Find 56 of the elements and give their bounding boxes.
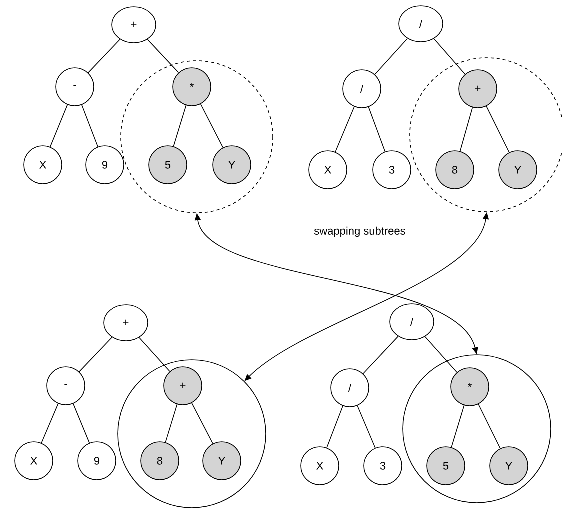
- tree-node: X: [308, 150, 348, 190]
- tree-edge: [147, 39, 180, 74]
- tree-node: +: [458, 70, 498, 108]
- tree-node: /: [330, 368, 370, 408]
- tree-node: 5: [148, 146, 188, 184]
- tree-edge: [138, 337, 170, 372]
- tree-node: 9: [78, 442, 116, 480]
- tree-edge: [451, 405, 465, 448]
- tree-node: 5: [426, 446, 466, 486]
- tree-edge: [478, 404, 501, 449]
- subtree-circle: [402, 354, 552, 504]
- tree-node: +: [164, 366, 202, 406]
- tree-edge: [82, 104, 98, 148]
- tree-node: 3: [372, 150, 412, 190]
- tree-node: 3: [364, 446, 402, 486]
- tree-node: +: [104, 304, 148, 342]
- subtree-circle: [120, 60, 274, 214]
- tree-edge: [326, 406, 344, 448]
- tree-node: X: [14, 442, 54, 480]
- tree-node: Y: [490, 446, 528, 486]
- tree-node: X: [300, 446, 340, 486]
- tree-edge: [362, 336, 399, 374]
- tree-edge: [374, 38, 408, 76]
- tree-node: -: [46, 366, 86, 406]
- tree-node: Y: [212, 146, 252, 184]
- tree-edge: [368, 106, 386, 152]
- tree-node: X: [24, 146, 62, 184]
- tree-edge: [173, 105, 187, 147]
- tree-node: -: [56, 68, 94, 106]
- tree-edge: [357, 405, 376, 449]
- tree-edge: [434, 38, 466, 75]
- tree-edge: [41, 403, 59, 444]
- tree-edge: [50, 104, 68, 148]
- tree-edge: [486, 106, 510, 153]
- tree-node: 8: [140, 442, 180, 480]
- tree-node: /: [398, 6, 444, 42]
- tree-edge: [78, 337, 113, 372]
- tree-edge: [73, 404, 90, 444]
- subtree-circle: [118, 360, 266, 508]
- tree-edge: [88, 39, 121, 74]
- tree-node: /: [342, 70, 382, 108]
- tree-node: 9: [86, 146, 124, 184]
- tree-node: /: [390, 304, 434, 340]
- tree-node: +: [112, 6, 156, 44]
- tree-edge: [165, 404, 178, 443]
- tree-edge: [192, 402, 214, 444]
- tree-node: 8: [436, 150, 474, 190]
- tree-edge: [335, 106, 355, 153]
- tree-node: *: [172, 68, 212, 106]
- tree-edge: [424, 336, 458, 373]
- tree-node: Y: [202, 442, 242, 480]
- tree-node: *: [450, 368, 490, 406]
- tree-edge: [460, 107, 474, 152]
- tree-node: Y: [498, 150, 538, 190]
- caption-text: swapping subtrees: [314, 226, 406, 238]
- tree-edge: [200, 104, 224, 148]
